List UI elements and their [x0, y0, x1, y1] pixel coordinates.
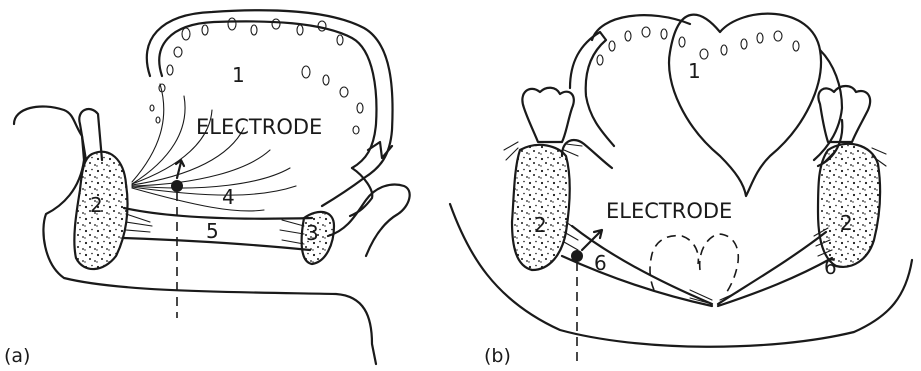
- label-6-left-b: 6: [594, 251, 607, 275]
- dashed-structure-left-b: [650, 236, 698, 290]
- panel-a: 2 4 5 3 1 ELECTRODE (a): [4, 10, 410, 367]
- electrode-dot-b: [571, 250, 583, 262]
- label-5: 5: [206, 219, 219, 243]
- tongue-b-outer-right: [814, 50, 842, 160]
- tongue-b-outer-left: [592, 15, 690, 40]
- tongue-inner-a: [159, 21, 376, 168]
- label-2-a: 2: [90, 193, 103, 217]
- label-2-left-b: 2: [534, 213, 547, 237]
- muscle-4-fibers: [132, 84, 296, 211]
- bone-2-left-b: [512, 145, 570, 270]
- tongue-b-outer-left2: [570, 32, 614, 146]
- panel-b: 1 2 2 6 6: [450, 14, 912, 367]
- dashed-structure-right-b: [700, 234, 739, 296]
- panel-label-a: (a): [4, 345, 30, 367]
- electrode-label-b: ELECTRODE: [606, 199, 732, 223]
- tooth-right-b: [818, 86, 870, 142]
- electrode-label-a: ELECTRODE: [196, 115, 322, 139]
- tongue-b: [669, 14, 821, 196]
- muscle-6-left-b: [562, 226, 712, 306]
- electrode-pointer-a: [176, 160, 184, 178]
- muscle-6-left-fibers: [564, 222, 712, 304]
- panel-label-b: (b): [484, 345, 511, 367]
- label-1-a: 1: [232, 63, 245, 87]
- electrode-pointer-b: [582, 230, 602, 250]
- label-3-a: 3: [306, 221, 319, 245]
- label-1-b: 1: [688, 59, 701, 83]
- electrode-dot-a: [171, 180, 183, 192]
- label-2-right-b: 2: [840, 211, 853, 235]
- label-6-right-b: 6: [824, 255, 837, 279]
- label-4: 4: [222, 185, 235, 209]
- tooth-left-b: [522, 88, 573, 142]
- bone-2-right-b: [818, 144, 880, 267]
